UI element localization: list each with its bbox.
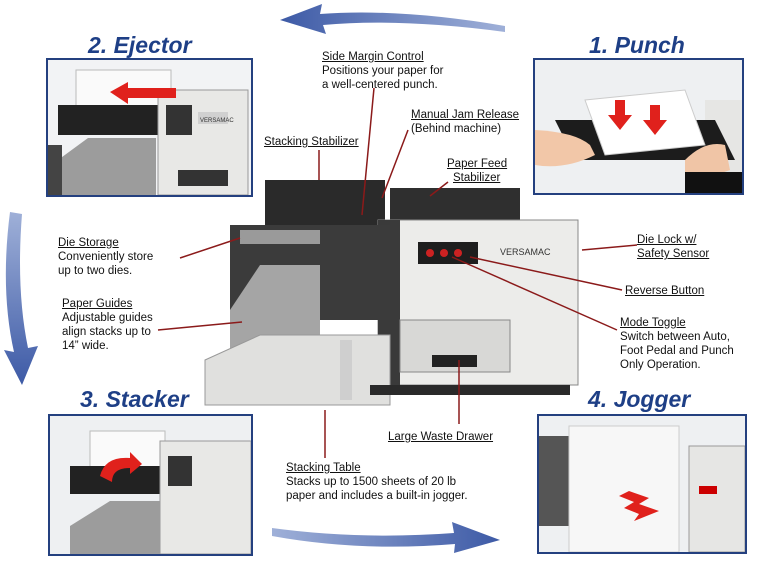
callout-paper-feed-title: Paper Feed	[447, 158, 508, 170]
callout-paper-guides-line-2: align stacks up to	[62, 326, 151, 338]
jogger-photo-panel	[537, 414, 747, 554]
stacker-photo	[50, 416, 251, 554]
top-flow-arrow	[280, 4, 505, 34]
callout-paper-guides: Paper Guides Adjustable guides align sta…	[62, 297, 153, 353]
button-3	[454, 249, 462, 257]
callout-manual-jam-title: Manual Jam Release	[411, 109, 520, 121]
callout-reverse-button: Reverse Button	[625, 284, 704, 298]
callout-stacking-stabilizer-title: Stacking Stabilizer	[264, 136, 359, 148]
step-title-punch: 1. Punch	[589, 32, 685, 58]
callout-stacking-table-title: Stacking Table	[286, 462, 361, 474]
callout-stacking-table-line-2: paper and includes a built-in jogger.	[286, 490, 468, 502]
callout-mode-toggle-line-1: Switch between Auto,	[620, 331, 730, 343]
step-title-ejector: 2. Ejector	[88, 32, 192, 58]
jogger-photo	[539, 416, 745, 552]
callout-mode-toggle-line-2: Foot Pedal and Punch	[620, 345, 734, 357]
callout-die-lock-title: Die Lock w/	[637, 234, 697, 246]
callout-waste-drawer: Large Waste Drawer	[388, 430, 493, 444]
red-arrow-down-2	[643, 105, 667, 135]
ejector-photo-panel: VERSAMAC	[46, 58, 253, 197]
callout-paper-guides-title: Paper Guides	[62, 298, 133, 310]
callout-manual-jam: Manual Jam Release (Behind machine)	[411, 108, 519, 136]
callout-waste-drawer-title: Large Waste Drawer	[388, 431, 494, 443]
callout-paper-feed-title2: Stabilizer	[453, 172, 501, 184]
red-curved-arrow	[100, 452, 142, 482]
stacker-photo-panel	[48, 414, 253, 556]
callout-mode-toggle: Mode Toggle Switch between Auto, Foot Pe…	[620, 316, 734, 372]
callout-stacking-table-line-1: Stacks up to 1500 sheets of 20 lb	[286, 476, 457, 488]
left-flow-arrow	[4, 212, 38, 385]
callout-mode-toggle-line-3: Only Operation.	[620, 359, 701, 371]
callout-paper-guides-line-1: Adjustable guides	[62, 312, 153, 324]
callout-die-lock-title2: Safety Sensor	[637, 248, 710, 260]
callout-side-margin: Side Margin Control Positions your paper…	[322, 50, 443, 92]
callout-die-storage-line-1: Conveniently store	[58, 251, 154, 263]
red-arrow-left	[110, 82, 176, 104]
callout-die-storage-title: Die Storage	[58, 237, 119, 249]
red-arrow-down-1	[608, 100, 632, 130]
ejector-photo: VERSAMAC	[48, 60, 251, 195]
ejector-brand: VERSAMAC	[200, 118, 234, 124]
versamac-machine: VERSAMAC	[204, 180, 579, 406]
callout-stacking-table: Stacking Table Stacks up to 1500 sheets …	[286, 461, 468, 503]
step-title-jogger: 4. Jogger	[588, 386, 691, 412]
step-title-stacker: 3. Stacker	[80, 386, 189, 412]
red-zigzag-arrows	[619, 491, 659, 521]
callout-mode-toggle-title: Mode Toggle	[620, 317, 686, 329]
punch-photo-panel	[533, 58, 744, 195]
machine-brand-label: VERSAMAC	[500, 247, 551, 257]
callout-paper-feed: Paper Feed Stabilizer	[447, 157, 507, 185]
punch-photo	[535, 60, 742, 193]
callout-side-margin-line-1: Positions your paper for	[322, 65, 444, 77]
callout-die-storage: Die Storage Conveniently store up to two…	[58, 236, 153, 278]
callout-die-storage-line-2: up to two dies.	[58, 265, 133, 277]
callout-stacking-stabilizer: Stacking Stabilizer	[264, 135, 359, 149]
callout-manual-jam-line-1: (Behind machine)	[411, 123, 502, 135]
button-1	[426, 249, 434, 257]
callout-side-margin-line-2: a well-centered punch.	[322, 79, 438, 91]
callout-side-margin-title: Side Margin Control	[322, 51, 424, 63]
callout-paper-guides-line-3: 14” wide.	[62, 340, 109, 352]
callout-die-lock: Die Lock w/ Safety Sensor	[637, 233, 709, 261]
callout-reverse-button-title: Reverse Button	[625, 285, 705, 297]
bottom-flow-arrow	[272, 522, 500, 553]
button-2	[440, 249, 448, 257]
